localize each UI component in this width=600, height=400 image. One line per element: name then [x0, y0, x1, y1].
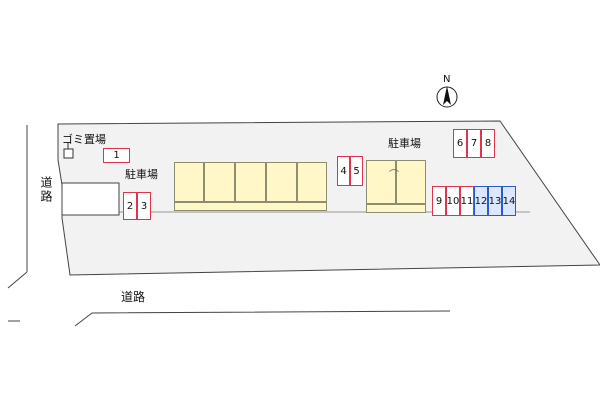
north-label: N	[443, 74, 451, 85]
parking-space: 12	[474, 186, 488, 216]
parking-space: 9	[432, 186, 446, 216]
parking-space: 13	[488, 186, 502, 216]
parking-label-left: 駐車場	[125, 168, 158, 181]
parking-space: 11	[460, 186, 474, 216]
building-unit	[396, 160, 426, 204]
road-bottom-label: 道路	[121, 290, 146, 304]
garbage-box	[63, 148, 74, 159]
building-dashed-mark: ⌒	[389, 170, 399, 181]
parking-space: 4	[337, 156, 350, 186]
building-walkway	[174, 202, 327, 211]
building-walkway	[366, 204, 426, 213]
building-unit	[366, 160, 396, 204]
parking-space: 14	[502, 186, 516, 216]
site-boundary	[57, 120, 600, 276]
building-unit	[235, 162, 266, 202]
building-unit	[297, 162, 327, 202]
parking-space: 7	[467, 129, 481, 158]
parking-space: 2	[123, 192, 137, 220]
parking-label-right: 駐車場	[388, 137, 421, 150]
road-bottom-edge	[74, 310, 451, 327]
garbage-area-label: ゴミ置場	[62, 133, 106, 146]
north-arrow-needle	[443, 86, 451, 105]
road-left-edge-lower	[7, 271, 28, 289]
building-unit	[174, 162, 204, 202]
road-left-label: 道路	[39, 176, 53, 204]
parking-space: 5	[350, 156, 363, 186]
parking-space: 6	[453, 129, 467, 158]
site-notch	[61, 182, 120, 216]
building-unit	[266, 162, 297, 202]
parking-space: 1	[103, 148, 130, 163]
parking-space: 3	[137, 192, 151, 220]
parking-space: 8	[481, 129, 495, 158]
building-unit	[204, 162, 235, 202]
parking-space: 10	[446, 186, 460, 216]
